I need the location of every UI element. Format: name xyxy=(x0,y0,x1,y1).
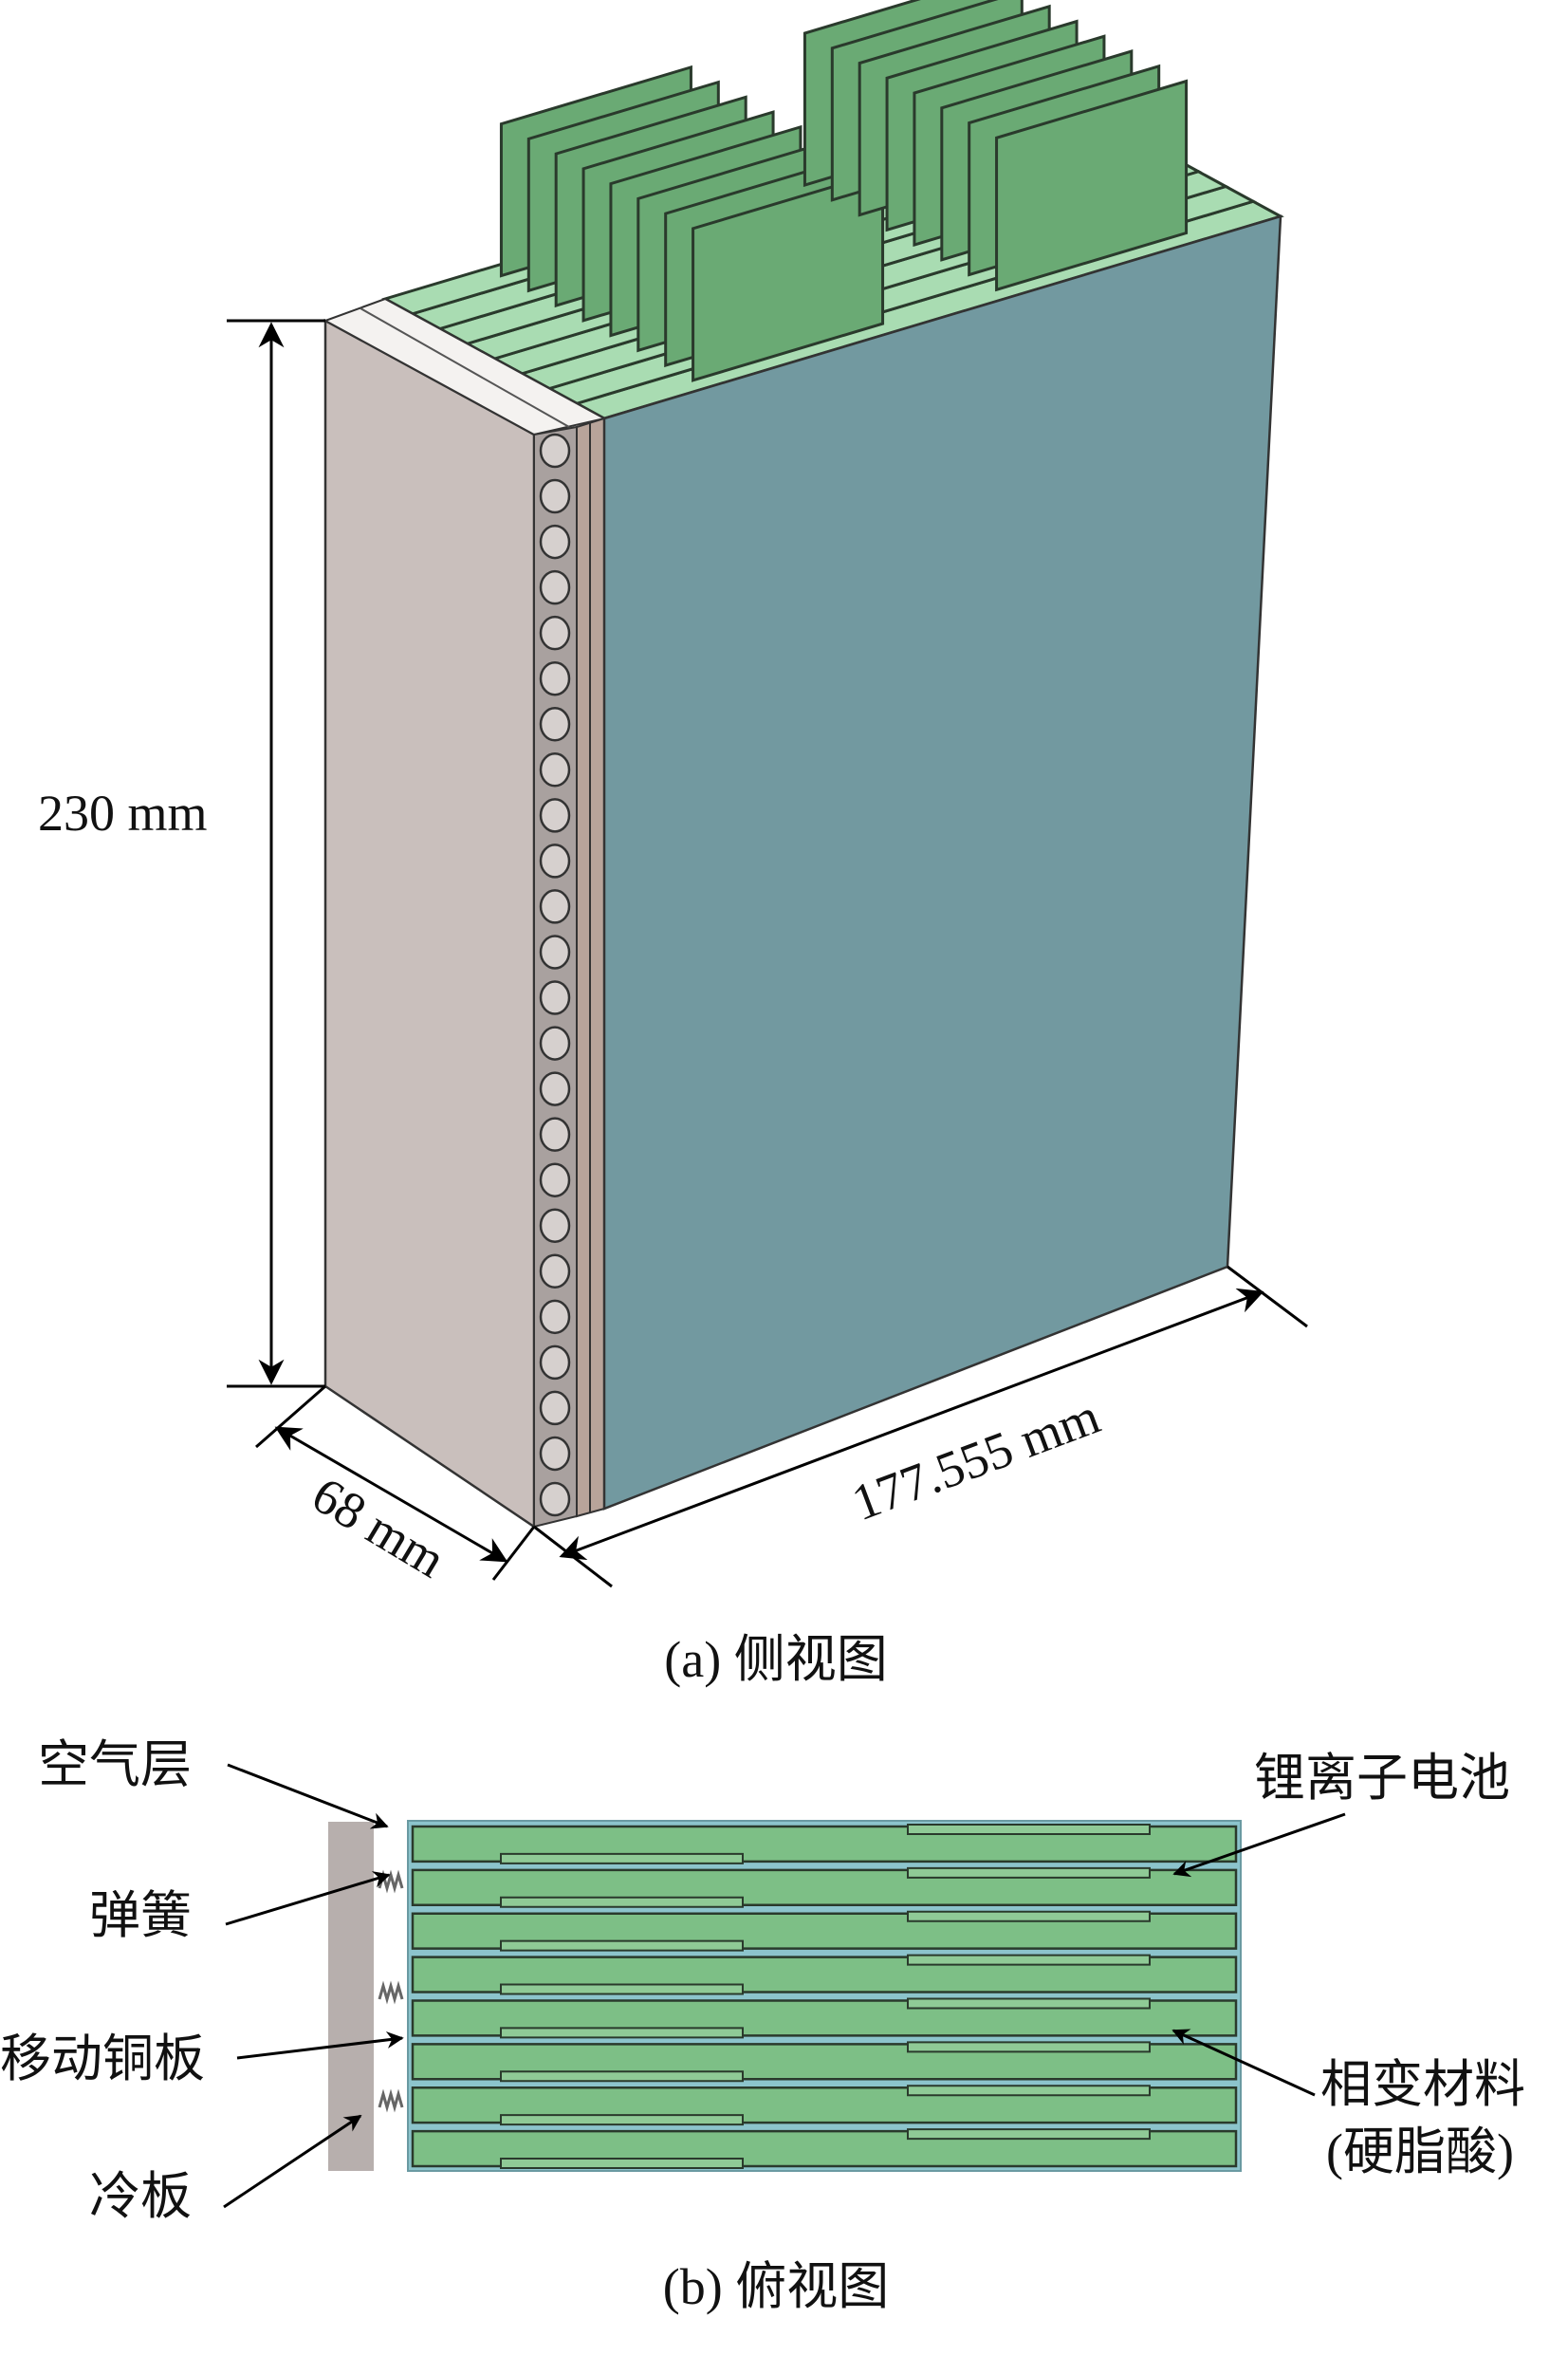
battery-cell xyxy=(411,1997,1238,2039)
cooling-hole xyxy=(539,798,571,833)
battery-cell xyxy=(411,1954,1238,1995)
cooling-hole xyxy=(539,1344,571,1381)
cooling-hole xyxy=(539,1436,571,1472)
depth-tick-left xyxy=(255,1384,326,1449)
height-label: 230 mm xyxy=(38,785,208,842)
cell-tab-positive xyxy=(907,1866,1151,1879)
battery-cells xyxy=(411,1824,1238,2169)
panel-a-side-view: 230 mm 68 mm 177.555 mm (a) 侧视图 xyxy=(38,0,1308,1688)
cell-tab-negative xyxy=(500,1852,744,1864)
cooling-hole xyxy=(539,707,571,742)
width-tick-right xyxy=(1227,1265,1308,1328)
cell-tab-negative xyxy=(500,2158,744,2169)
cooling-hole xyxy=(539,615,571,651)
cooling-hole xyxy=(539,935,571,970)
cell-tab-positive xyxy=(907,1910,1151,1922)
arrow-pcm xyxy=(1171,2029,1316,2097)
battery-cell xyxy=(411,2128,1238,2169)
air-layer-divider xyxy=(360,307,570,428)
battery-tab-fin xyxy=(995,79,1189,292)
battery-tabs-fins xyxy=(499,0,1189,382)
battery-front-face xyxy=(602,214,1282,1511)
arrow-cold-plate xyxy=(223,2114,362,2209)
panel-b-top-view: 空气层 弹簧 移动铜板 冷板 锂离子电池 相变材料 (硬脂酸) (b) 俯视图 xyxy=(0,1736,1525,2315)
label-pcm-material: (硬脂酸) xyxy=(1326,2123,1514,2180)
depth-tick-right xyxy=(491,1526,536,1581)
cooling-hole xyxy=(539,889,571,924)
battery-cell xyxy=(411,2085,1238,2126)
cooling-hole xyxy=(539,433,571,469)
arrow-spring xyxy=(225,1871,391,1926)
label-air-layer: 空气层 xyxy=(38,1736,192,1793)
cooling-hole xyxy=(539,1390,571,1426)
cell-tab-negative xyxy=(500,1983,744,1995)
cell-tab-positive xyxy=(907,1997,1151,2010)
cell-tab-negative xyxy=(500,1896,744,1908)
label-pcm: 相变材料 xyxy=(1320,2056,1525,2113)
cell-tab-positive xyxy=(907,2085,1151,2097)
cooling-hole xyxy=(539,844,571,879)
cell-tab-positive xyxy=(907,2128,1151,2141)
cooling-hole xyxy=(539,1162,571,1197)
label-cold-plate: 冷板 xyxy=(89,2168,192,2225)
cell-tab-positive xyxy=(907,1954,1151,1966)
label-spring: 弹簧 xyxy=(89,1887,192,1944)
battery-cell xyxy=(411,1866,1238,1908)
label-li-ion-battery: 锂离子电池 xyxy=(1254,1750,1510,1807)
depth-dimension-line xyxy=(274,1426,508,1563)
cell-tab-positive xyxy=(907,2041,1151,2053)
cooling-hole xyxy=(539,478,571,514)
cooling-hole xyxy=(539,569,571,605)
spring-icon xyxy=(378,1980,404,2005)
width-dimension-line xyxy=(559,1288,1264,1561)
arrow-moving-copper-plate xyxy=(236,2031,404,2060)
cell-tab-negative xyxy=(500,2027,744,2039)
cooling-hole xyxy=(539,524,571,560)
width-tick-left xyxy=(533,1525,613,1588)
cell-tab-negative xyxy=(500,1939,744,1952)
cooling-hole xyxy=(539,1253,571,1289)
arrow-air-layer xyxy=(227,1763,389,1829)
cell-tab-negative xyxy=(500,2114,744,2126)
caption-b: (b) 俯视图 xyxy=(663,2258,889,2315)
cooling-hole xyxy=(539,1026,571,1061)
springs xyxy=(378,1869,404,2113)
battery-cell xyxy=(411,1910,1238,1952)
cooling-holes xyxy=(539,433,571,1517)
cooling-hole xyxy=(539,1481,571,1517)
battery-cell xyxy=(411,1824,1238,1864)
cooling-hole xyxy=(539,1117,571,1152)
cooling-hole xyxy=(539,980,571,1015)
cooling-hole xyxy=(539,1071,571,1106)
spring-icon xyxy=(378,2088,404,2113)
label-moving-copper-plate: 移动铜板 xyxy=(0,2030,205,2087)
cold-plate xyxy=(328,1822,374,2171)
depth-label: 68 mm xyxy=(303,1466,455,1588)
cell-tab-positive xyxy=(907,1824,1151,1835)
battery-cell xyxy=(411,2041,1238,2083)
cooling-hole xyxy=(539,660,571,696)
cell-tab-negative xyxy=(500,2070,744,2083)
arrow-li-ion-battery xyxy=(1172,1812,1346,1878)
width-label: 177.555 mm xyxy=(844,1387,1107,1531)
caption-a: (a) 侧视图 xyxy=(664,1631,887,1688)
cooling-hole xyxy=(539,752,571,788)
cooling-hole xyxy=(539,1208,571,1243)
cold-plate-face xyxy=(323,318,536,1530)
cooling-hole xyxy=(539,1299,571,1335)
